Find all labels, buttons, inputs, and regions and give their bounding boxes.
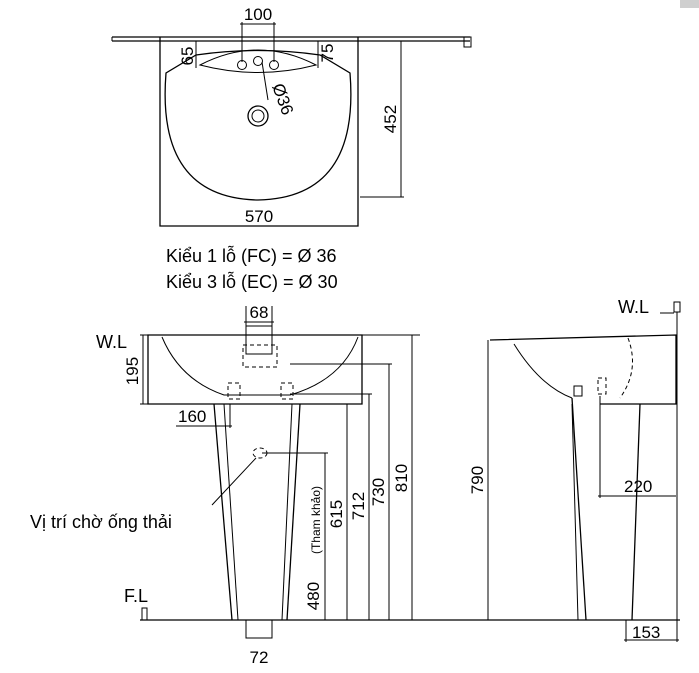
dim-220: 220	[624, 477, 652, 496]
side-label-wl: W.L	[618, 297, 649, 317]
dim-480: 480	[304, 582, 323, 610]
drain-callout: Vị trí chờ ống thải	[30, 512, 172, 532]
dim-160: 160	[178, 407, 206, 426]
note-one-hole: Kiểu 1 lỗ (FC) = Ø 36	[166, 245, 337, 266]
dim-right-offset: 75	[318, 44, 337, 63]
top-view: 100 65 75 Ø36 452 570	[111, 5, 472, 227]
drain-hole	[247, 105, 269, 127]
tap-hole-center	[253, 56, 263, 66]
side-view: W.L 790 220 153	[468, 297, 681, 642]
corner-mark	[680, 0, 699, 8]
note-three-hole: Kiểu 3 lỗ (EC) = Ø 30	[166, 271, 338, 292]
dim-730: 730	[369, 478, 388, 506]
front-label-fl: F.L	[124, 586, 148, 606]
dim-hole-spacing: 100	[244, 5, 272, 24]
dim-615: 615	[327, 500, 346, 528]
front-label-wl: W.L	[96, 332, 127, 352]
front-view: 68 W.L 195 160 615 712 730 810 480	[30, 303, 680, 667]
dim-68: 68	[250, 303, 269, 322]
dim-left-offset: 65	[178, 47, 197, 66]
dim-195: 195	[123, 357, 142, 385]
dim-480-note: (Tham khảo)	[309, 486, 323, 554]
dim-790: 790	[468, 466, 487, 494]
dim-153: 153	[632, 623, 660, 642]
dim-810: 810	[392, 464, 411, 492]
dim-72: 72	[250, 648, 269, 667]
dim-drain-diameter: Ø36	[268, 81, 297, 118]
dim-712: 712	[349, 492, 368, 520]
dim-width: 570	[245, 207, 273, 226]
dim-height: 452	[381, 105, 400, 133]
